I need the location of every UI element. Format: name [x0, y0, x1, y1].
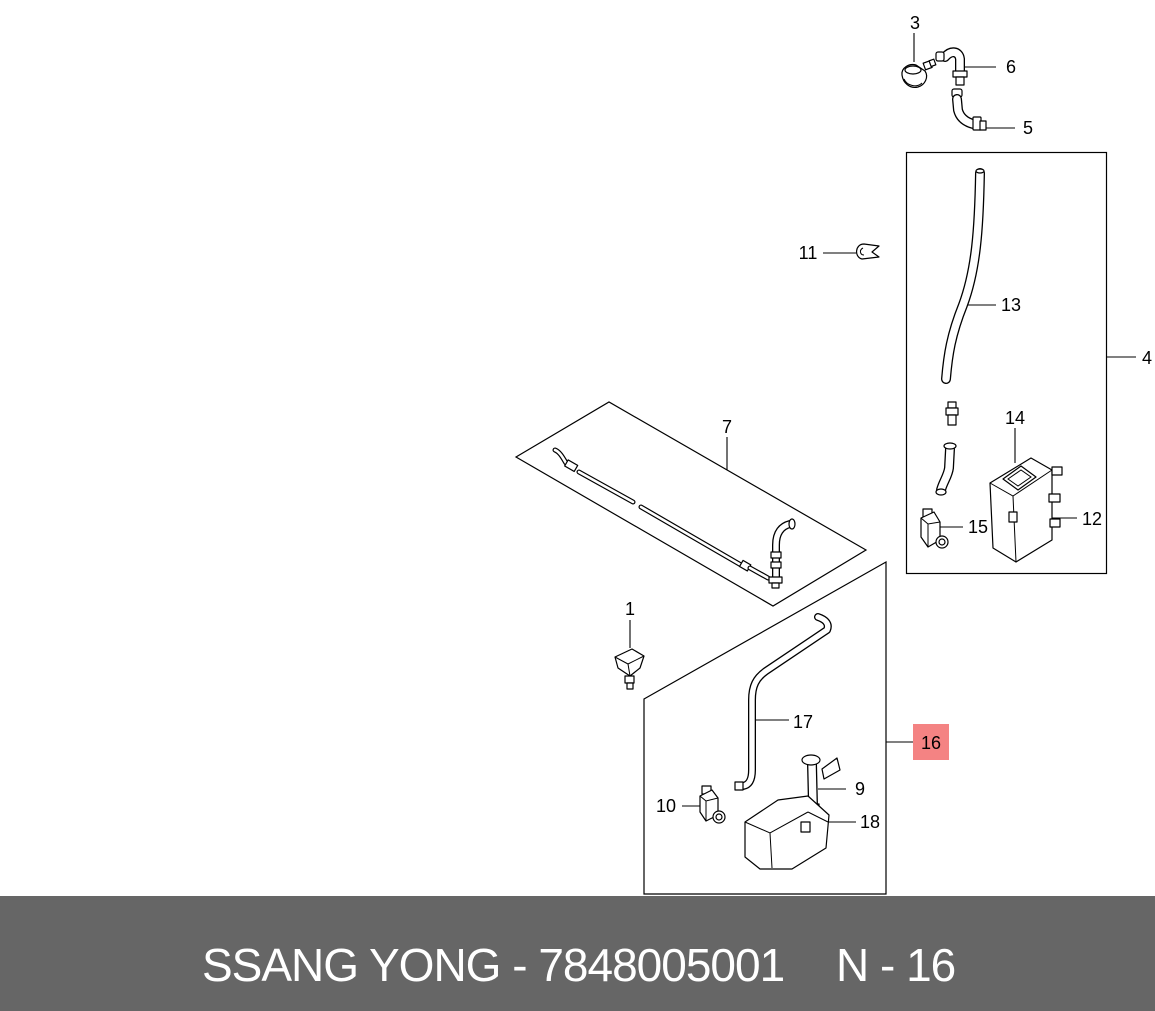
callout-11: 11 — [799, 243, 818, 263]
footer-ref: N - 16 — [836, 939, 956, 991]
callout-14: 14 — [1005, 408, 1025, 428]
hose-13 — [941, 168, 985, 384]
callout-1: 1 — [625, 599, 635, 619]
callout-17: 17 — [793, 712, 813, 732]
elbow-connector-6 — [935, 47, 968, 86]
hose-elbow — [935, 442, 957, 496]
assembly-frame-16 — [643, 560, 887, 895]
washer-pump-10 — [699, 785, 726, 824]
callout-16: 16 — [921, 733, 941, 753]
hose-17 — [734, 613, 832, 791]
callout-15: 15 — [968, 517, 988, 537]
leader-lines — [629, 33, 1136, 823]
callout-9: 9 — [855, 779, 865, 799]
hose-fitting — [945, 401, 959, 426]
callout-7: 7 — [722, 417, 732, 437]
washer-tank-18 — [744, 795, 830, 870]
tank-cap-14 — [1002, 465, 1037, 491]
callout-10: 10 — [656, 796, 676, 816]
callout-16-highlight — [913, 724, 949, 760]
callout-3: 3 — [910, 13, 920, 33]
footer-title: SSANG YONG - 7848005001 — [202, 939, 785, 991]
washer-tank-12 — [989, 457, 1063, 563]
callout-13: 13 — [1001, 295, 1021, 315]
assembly-frame-4 — [905, 151, 1108, 575]
washer-nozzle-3 — [901, 58, 937, 88]
elbow-connector-5 — [951, 88, 987, 131]
washer-pump-15 — [920, 508, 949, 549]
assembly-frame-7 — [514, 401, 868, 607]
clip-11 — [856, 243, 880, 260]
callout-6: 6 — [1006, 57, 1016, 77]
washer-nozzle-1 — [614, 648, 645, 690]
callout-5: 5 — [1023, 118, 1033, 138]
parts-diagram: 3 6 5 11 13 4 7 14 15 12 1 17 16 9 18 10 — [514, 13, 1152, 895]
footer-bar: SSANG YONG - 7848005001 N - 16 — [0, 896, 1155, 1011]
callout-4: 4 — [1142, 348, 1152, 368]
hose-assembly-7 — [552, 447, 796, 589]
callout-18: 18 — [860, 812, 880, 832]
callout-labels: 3 6 5 11 13 4 7 14 15 12 1 17 16 9 18 10 — [625, 13, 1152, 832]
callout-12: 12 — [1082, 509, 1102, 529]
